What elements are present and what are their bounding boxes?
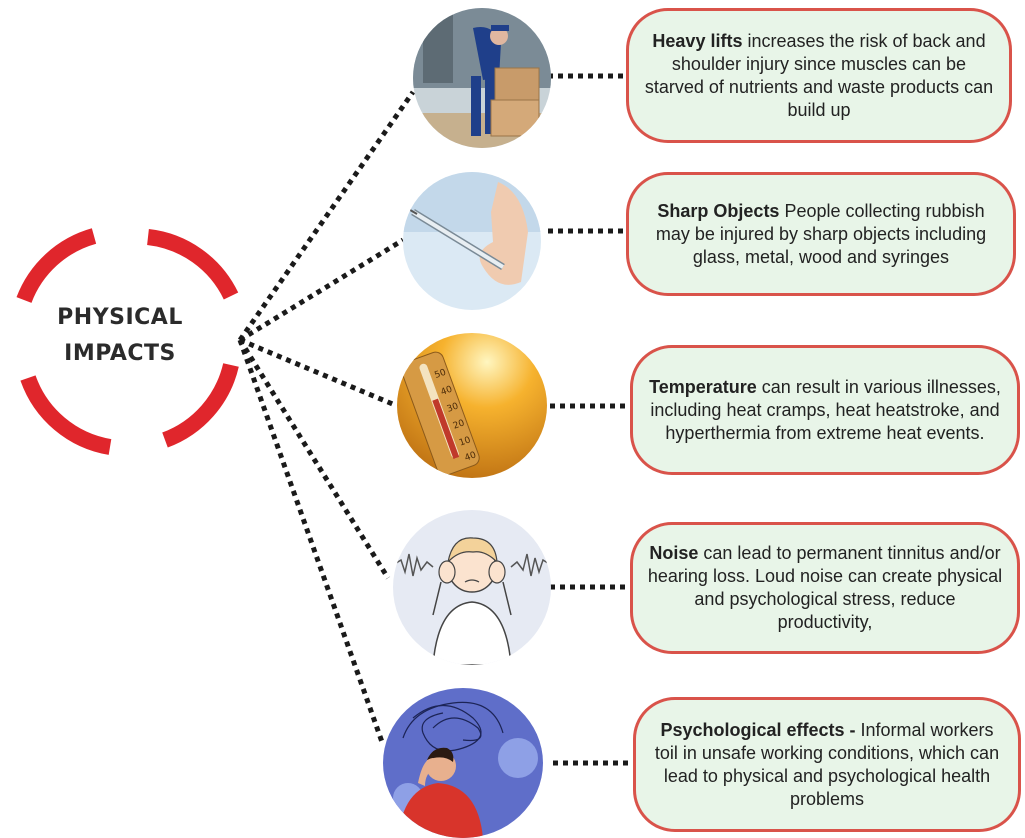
card-sharp-objects-title: Sharp Objects — [657, 200, 780, 221]
hub-title-line1: PHYSICAL — [57, 305, 183, 330]
card-temperature-title: Temperature — [649, 376, 757, 397]
card-heavy-lifts-text: increases the risk of back and shoulder … — [644, 30, 994, 120]
thermometer-label: 20 — [452, 418, 466, 431]
card-psychological-effects: Psychological effects - Informal workers… — [633, 697, 1021, 832]
card-psychological-effects-title: Psychological effects - — [660, 719, 856, 740]
card-heavy-lifts-title: Heavy lifts — [652, 30, 743, 51]
heavy-lift-worker-icon — [413, 8, 551, 148]
card-heavy-lifts: Heavy lifts increases the risk of back a… — [626, 8, 1012, 143]
hub-title: PHYSICAL IMPACTS — [30, 300, 210, 372]
covering-ears-person-icon — [393, 510, 551, 665]
thermometer-label: 10 — [458, 435, 472, 448]
hub-ring — [16, 228, 239, 455]
thermometer-label: 40 — [464, 450, 478, 463]
thermometer-label: 50 — [433, 368, 447, 381]
thermometer-label: 40 — [440, 384, 454, 397]
card-sharp-objects: Sharp Objects People collecting rubbish … — [626, 172, 1016, 296]
connectors — [237, 73, 633, 766]
card-psychological-effects-text: Informal workers toil in unsafe working … — [654, 719, 1000, 809]
card-noise: Noise can lead to permanent tinnitus and… — [630, 522, 1020, 654]
card-temperature-text: can result in various illnesses, includi… — [650, 376, 1001, 443]
thermometer-label: 30 — [446, 401, 460, 414]
card-sharp-objects-text: People collecting rubbish may be injured… — [655, 200, 987, 267]
syringe-hand-icon — [403, 172, 541, 310]
hub-title-line2: IMPACTS — [64, 341, 176, 366]
card-noise-title: Noise — [649, 543, 699, 563]
stressed-person-icon — [383, 688, 543, 838]
card-noise-text: can lead to permanent tinnitus and/or he… — [647, 543, 1003, 632]
card-temperature: Temperature can result in various illnes… — [630, 345, 1020, 475]
thermometer-icon: 50 40 30 20 10 40 — [397, 333, 547, 478]
